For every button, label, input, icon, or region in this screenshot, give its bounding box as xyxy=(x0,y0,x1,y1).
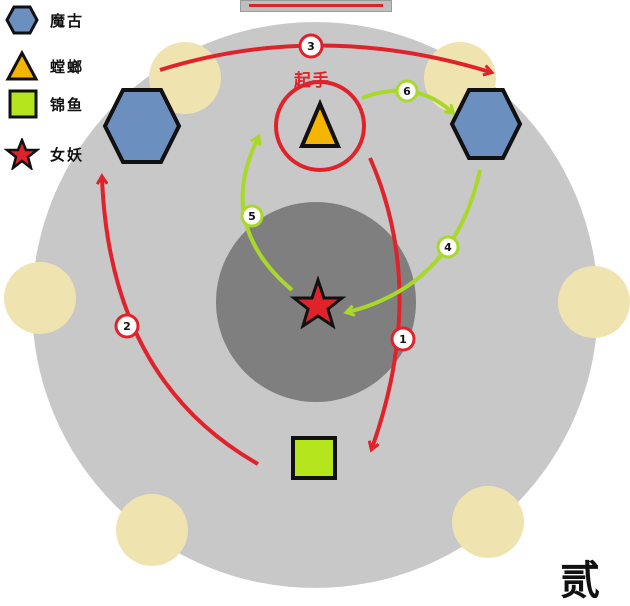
square-icon xyxy=(8,89,38,119)
svg-text:1: 1 xyxy=(399,333,407,346)
step-badge-6: 6 xyxy=(395,79,419,103)
svg-text:6: 6 xyxy=(403,85,411,98)
hexagon-boss-right xyxy=(449,88,523,160)
svg-text:2: 2 xyxy=(123,320,131,333)
step-badge-3: 3 xyxy=(298,33,324,59)
triangle-boss xyxy=(298,98,342,148)
top-tab-line xyxy=(249,4,383,7)
pillar xyxy=(116,494,188,566)
hexagon-boss-left xyxy=(102,88,182,164)
start-label: 起手 xyxy=(294,71,330,91)
legend-label: 锦鱼 xyxy=(50,95,85,114)
hexagon-icon xyxy=(5,5,39,35)
svg-text:3: 3 xyxy=(307,40,315,53)
step-badge-1: 1 xyxy=(390,326,416,352)
legend-item-star: 女妖 xyxy=(4,138,84,170)
pillar xyxy=(558,266,630,338)
legend-label: 螳螂 xyxy=(50,57,85,76)
legend-label: 女妖 xyxy=(50,145,85,164)
legend-item-triangle: 螳螂 xyxy=(4,50,84,82)
svg-text:5: 5 xyxy=(248,210,256,223)
step-badge-2: 2 xyxy=(114,313,140,339)
step-badge-5: 5 xyxy=(240,204,264,228)
legend-label: 魔古 xyxy=(50,11,85,30)
star-icon xyxy=(4,138,40,170)
legend-item-hexagon: 魔古 xyxy=(4,4,84,36)
step-badge-4: 4 xyxy=(436,235,460,259)
triangle-icon xyxy=(5,50,39,81)
square-boss xyxy=(291,436,337,480)
legend-item-square: 锦鱼 xyxy=(4,88,84,120)
pillar xyxy=(452,486,524,558)
start-circle xyxy=(274,80,366,172)
path-step-2 xyxy=(102,178,259,466)
svg-text:4: 4 xyxy=(444,241,452,254)
top-tab xyxy=(240,0,392,12)
pillar xyxy=(4,262,76,334)
star-boss xyxy=(289,275,347,330)
page-mark: 贰 xyxy=(560,557,600,604)
path-step-4 xyxy=(348,169,482,312)
path-step-1 xyxy=(370,157,402,448)
